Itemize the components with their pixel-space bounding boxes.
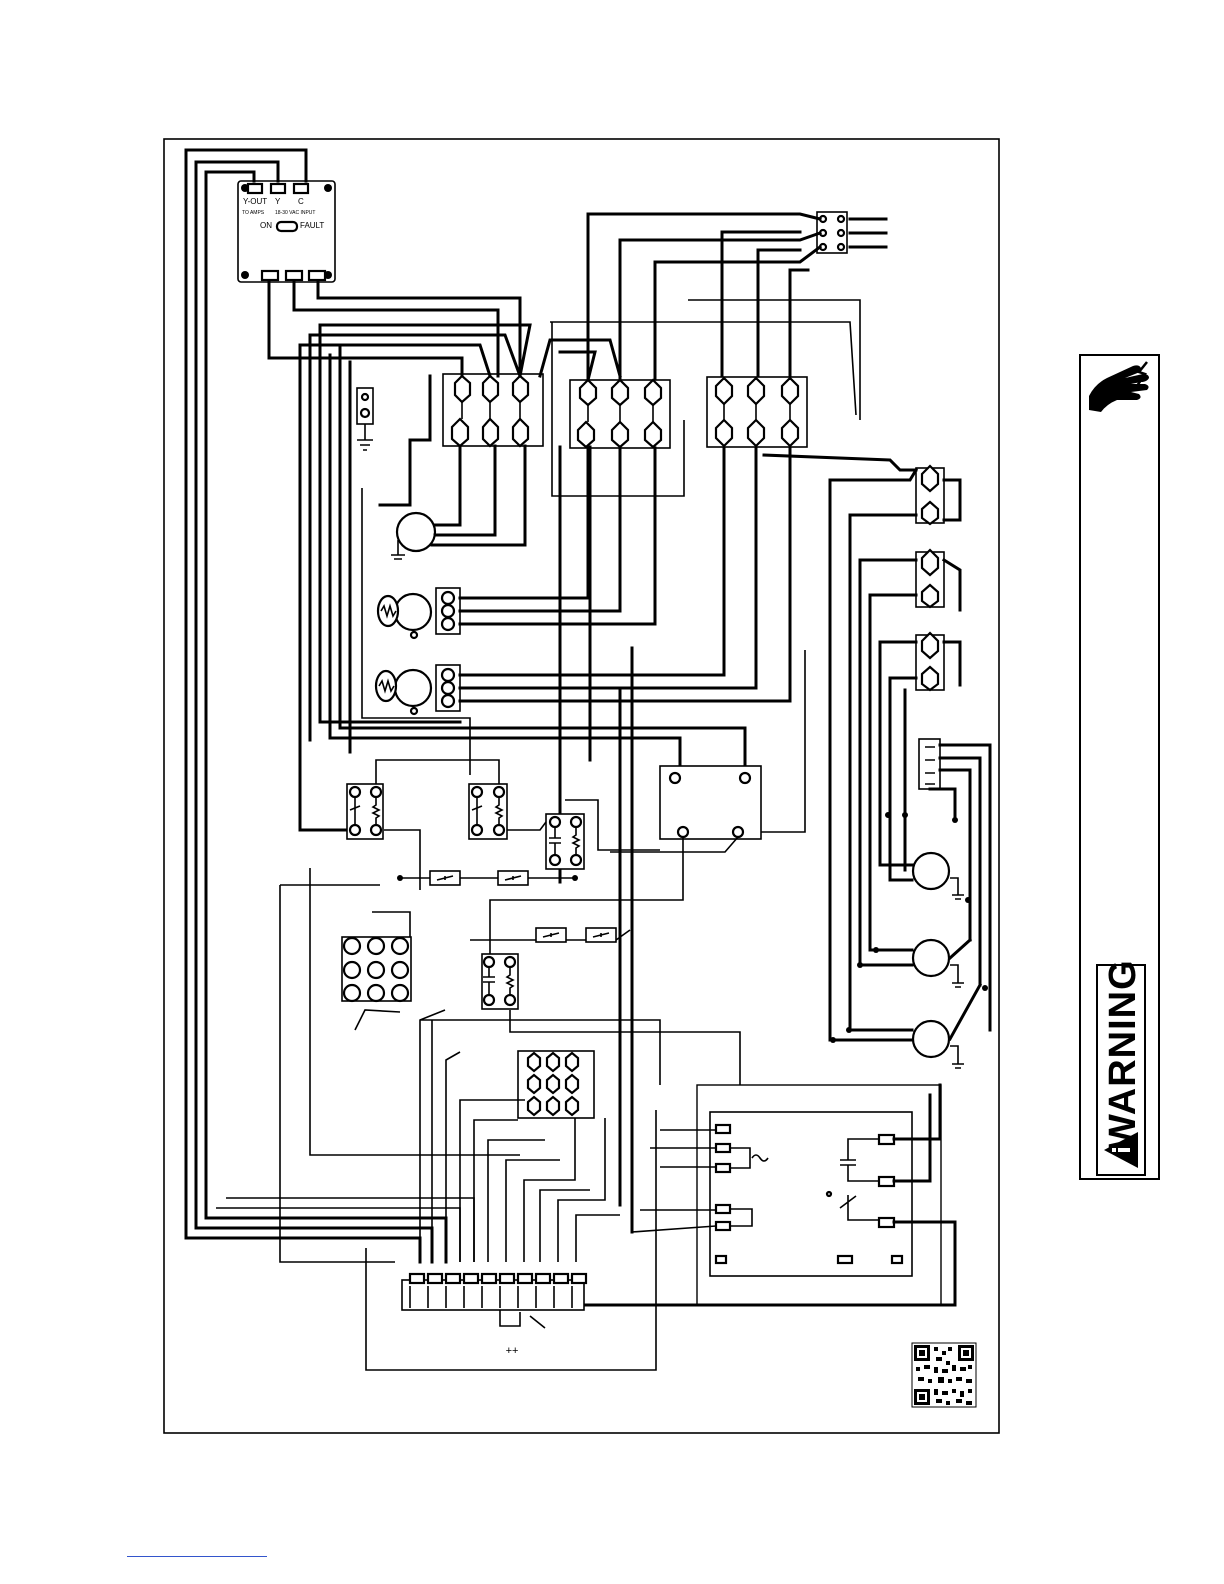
wire-relay2-out [507, 822, 546, 830]
motor-3 [376, 448, 790, 714]
strip-wires [280, 868, 740, 1262]
module-label-fault: FAULT [300, 221, 324, 230]
wire-motor-feed [380, 376, 430, 505]
heater-relays [764, 455, 960, 690]
warning-panel: WARNING [1079, 354, 1160, 1180]
module-label-on: ON [260, 221, 272, 230]
relay-1 [347, 784, 383, 839]
qr-code [912, 1343, 976, 1407]
warning-label-box: WARNING [1096, 964, 1146, 1176]
electric-shock-hand-icon [1081, 356, 1158, 416]
terminal-strip: ++ [366, 1110, 656, 1370]
relay-3 [546, 814, 584, 869]
motor-right-2 [913, 940, 964, 987]
control-module: Y-OUT Y C TO AMPS 18-30 VAC INPUT ON FAU… [238, 181, 335, 282]
ignition-board [585, 1085, 955, 1305]
relay-4 [482, 954, 518, 1009]
ground-lug [357, 388, 373, 450]
terminal-block-2 [570, 380, 670, 448]
plug-9pin-center [518, 1051, 594, 1118]
footer-link-underline[interactable] [127, 1556, 267, 1557]
terminal-label-y: Y [275, 197, 281, 206]
terminal-label-c: C [298, 197, 304, 206]
alert-triangle-icon [1100, 1128, 1142, 1172]
module-label-vac-input: 18-30 VAC INPUT [275, 210, 315, 216]
module-label-amps: TO AMPS [242, 210, 265, 216]
control-board [490, 650, 805, 954]
right-vertical-wires [830, 480, 988, 1043]
terminal-block-1 [443, 374, 543, 446]
motor-right-1 [913, 853, 964, 899]
relay-2 [469, 784, 507, 839]
wire-relay1-out [384, 830, 420, 890]
power-input-terminals [588, 212, 886, 380]
limit-switches [397, 871, 630, 942]
wire-relay-link [376, 760, 499, 784]
warning-text: WARNING [1098, 984, 1148, 1150]
terminal-label-yout: Y-OUT [243, 197, 267, 206]
terminal-block-3 [707, 377, 807, 447]
low-voltage-marker: ++ [506, 1345, 519, 1357]
plug-9pin-left [342, 912, 411, 1030]
